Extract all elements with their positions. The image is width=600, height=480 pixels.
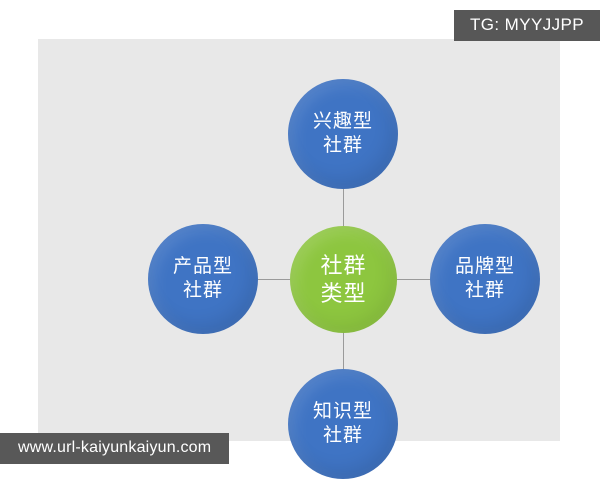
- node-community-type-center[interactable]: 社群 类型: [290, 226, 397, 333]
- node-product-line-1: 产品型: [172, 256, 233, 278]
- node-brand-line-2: 社群: [464, 280, 505, 301]
- node-knowledge-line-2: 社群: [322, 425, 363, 446]
- connector-center-to-brand: [388, 279, 438, 280]
- node-interest-line-1: 兴趣型: [312, 111, 373, 133]
- connector-center-to-interest: [343, 177, 344, 231]
- connector-center-to-knowledge: [343, 329, 344, 379]
- node-center-line-2: 类型: [320, 280, 367, 306]
- node-interest-line-2: 社群: [322, 135, 363, 156]
- node-product-line-2: 社群: [182, 280, 223, 301]
- tg-badge: TG: MYYJJPP: [454, 10, 600, 41]
- node-knowledge-line-1: 知识型: [312, 401, 373, 423]
- diagram-canvas: 兴趣型 社群 产品型 社群 品牌型 社群 知识型 社群 社群 类型: [38, 39, 560, 479]
- node-brand-line-1: 品牌型: [454, 256, 515, 278]
- node-brand-community[interactable]: 品牌型 社群: [430, 224, 540, 334]
- site-watermark: www.url-kaiyunkaiyun.com: [0, 433, 230, 464]
- node-center-line-1: 社群: [320, 253, 367, 279]
- node-interest-community[interactable]: 兴趣型 社群: [288, 79, 398, 189]
- node-product-community[interactable]: 产品型 社群: [148, 224, 258, 334]
- connector-center-to-product: [248, 279, 298, 280]
- node-knowledge-community[interactable]: 知识型 社群: [288, 369, 398, 479]
